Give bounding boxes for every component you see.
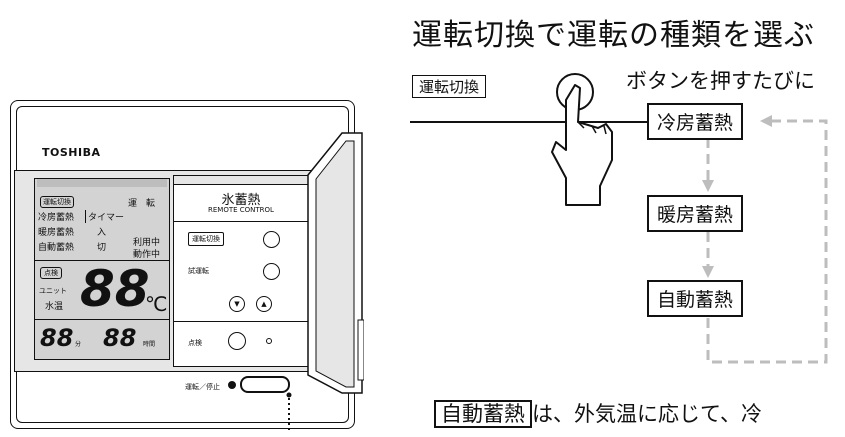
mode-cooling: 冷房蓄熱 [647,103,744,140]
control-panel: 氷蓄熱 REMOTE CONTROL 運転切換 試運転 ▼ ▲ 点検 [173,175,309,367]
mode-auto: 自動蓄熱 [647,280,744,317]
lcd-check-tag: 点検 [40,267,62,279]
panel-title: 氷蓄熱 [221,193,261,208]
lcd-timer-off: 切 [97,243,107,253]
lcd-small-unit-1: 分 [75,341,82,348]
mode-switch-button[interactable] [263,231,280,248]
lcd-big-digits: 88 [80,260,150,318]
mode-switch-label: 運転切換 [412,75,487,98]
lcd-celsius: ℃ [145,292,168,316]
mode-switch-button-label: 運転切換 [188,232,224,246]
test-run-button[interactable] [263,263,280,280]
lcd-display: 運転切換 運 転 冷房蓄熱 暖房蓄熱 自動蓄熱 タイマー 入 切 利用中 動作中… [34,178,170,360]
footnote: 自動蓄熱は、外気温に応じて、冷 [434,398,762,428]
lcd-unit: ユニット [39,287,67,295]
lcd-mode-cooling: 冷房蓄熱 [38,213,75,223]
lcd-mode-heating: 暖房蓄熱 [38,228,75,238]
run-lamp [228,381,236,389]
check-label: 点検 [188,339,202,347]
up-button[interactable]: ▲ [256,296,272,312]
brand-logo: TOSHIBA [42,146,101,159]
lcd-mode-auto: 自動蓄熱 [38,243,75,253]
panel-subtitle: REMOTE CONTROL [208,206,274,214]
remote-control: TOSHIBA 運転切換 運 転 冷房蓄熱 暖房蓄熱 自動蓄熱 タイマー 入 切… [10,100,365,432]
lcd-operation: 運 転 [128,199,156,209]
run-stop-label: 運転／停止 [185,383,220,391]
test-run-label: 試運転 [188,267,209,275]
lcd-mode-switch-tag: 運転切換 [40,196,74,208]
check-button[interactable] [228,332,246,350]
down-button[interactable]: ▼ [229,296,245,312]
lcd-timer-on: 入 [97,228,107,238]
lcd-small-unit-2: 時間 [143,341,156,348]
mode-heating: 暖房蓄熱 [647,195,744,232]
run-stop-button[interactable] [240,376,290,393]
remote-lid [307,132,364,394]
footnote-text: は、外気温に応じて、冷 [532,402,762,426]
hand-icon [551,73,613,206]
pointer-dotted-line [286,392,292,432]
page-heading: 運転切換で運転の種類を選ぶ [412,18,815,53]
footnote-boxed-term: 自動蓄熱 [434,400,532,428]
lcd-timer: タイマー [85,210,124,223]
lcd-in-use: 利用中 [133,238,161,248]
lcd-small-digits-2: 88 [103,324,137,352]
indicator-dot [266,338,272,344]
lcd-small-digits-1: 88 [40,324,74,352]
press-caption: ボタンを押すたびに [626,69,815,93]
lcd-water-temp: 水温 [45,302,64,312]
lcd-running: 動作中 [133,250,161,260]
